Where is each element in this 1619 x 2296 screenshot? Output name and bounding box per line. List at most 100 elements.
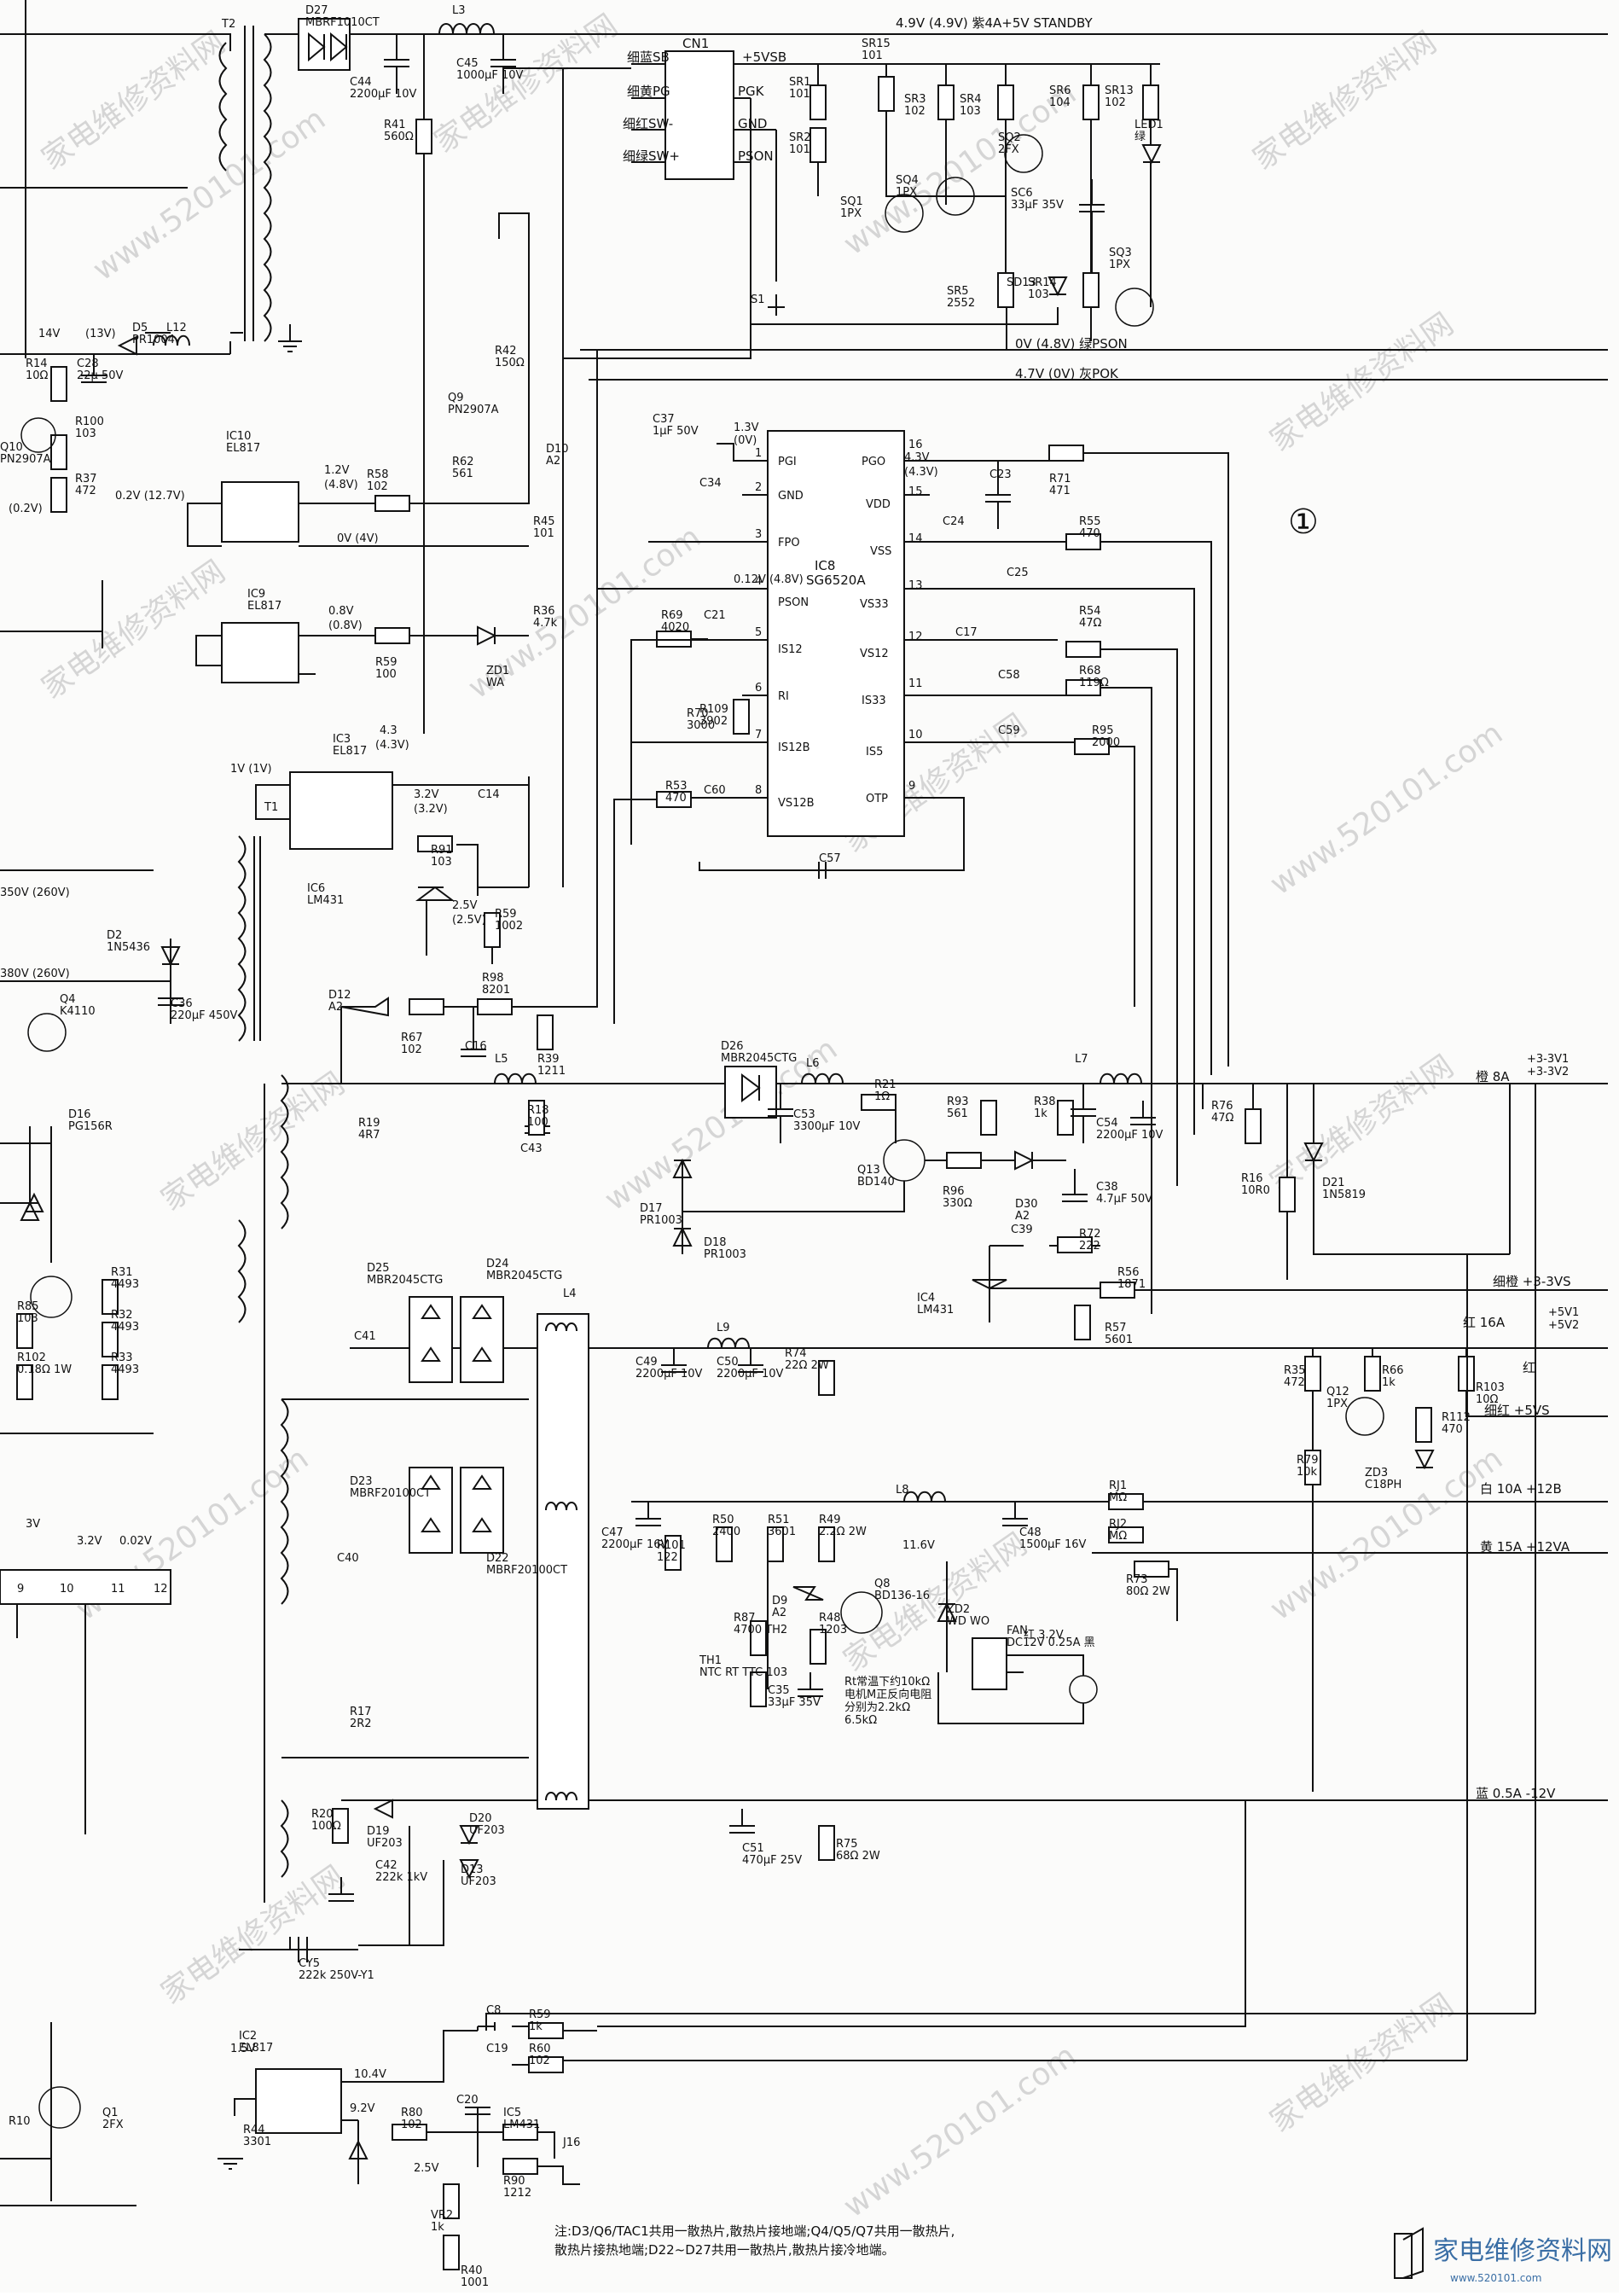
- component-label: L4: [563, 1288, 577, 1300]
- voltage-label: 14V: [38, 328, 61, 340]
- component-label: C39: [1011, 1224, 1033, 1236]
- component-label: C23: [989, 468, 1012, 481]
- ic-pin-num: 10: [60, 1583, 74, 1596]
- footnote: 注:D3/Q6/TAC1共用一散热片,散热片接地端;Q4/Q5/Q7共用一散热片…: [554, 2223, 955, 2239]
- output-label: +3-3V2: [1527, 1066, 1569, 1078]
- connector-net: GND: [738, 116, 767, 131]
- voltage-label: 0.8V: [328, 605, 354, 618]
- connector-pin: 细黄PG: [627, 84, 670, 99]
- watermark: www.520101.com: [1264, 716, 1509, 902]
- output-label: +5V1: [1548, 1306, 1579, 1319]
- ic-pin-name: OTP: [866, 793, 888, 805]
- ic-pin-name: IS5: [866, 746, 883, 759]
- voltage-label: 红 3.2V: [1024, 1628, 1064, 1642]
- component-label: C60: [704, 784, 726, 797]
- connector-pin: 细红SW-: [623, 116, 673, 131]
- voltage-label: (4.3V): [375, 739, 409, 752]
- component-label: C8: [486, 2004, 501, 2017]
- voltage-label: 350V (260V): [0, 886, 70, 899]
- voltage-label: 2.5V: [452, 899, 478, 912]
- voltage-label: (3.2V): [414, 803, 448, 816]
- component-label: C20: [456, 2094, 479, 2107]
- component-label: J16: [562, 2136, 580, 2149]
- voltage-label: 2.5V: [414, 2162, 439, 2175]
- fan-note-4: 6.5kΩ: [844, 1714, 877, 1727]
- component-label: L8: [896, 1484, 909, 1497]
- voltage-label: (13V): [85, 328, 116, 340]
- component-label: C57: [819, 852, 841, 865]
- watermark: 家电维修资料网: [155, 1859, 351, 2011]
- ic-pin-num: 1: [755, 447, 762, 460]
- voltage-label: 11.6V: [902, 1539, 935, 1552]
- ic-pin-name: VDD: [866, 498, 891, 511]
- component-label: C21: [704, 609, 726, 622]
- fan-note-3: 分别为2.2kΩ: [844, 1701, 910, 1714]
- voltage-label: 3.2V: [77, 1535, 102, 1548]
- output-label: 细红 +5VS: [1484, 1403, 1550, 1418]
- ic-pin-num: 11: [111, 1583, 125, 1596]
- voltage-label: 3V: [26, 1518, 40, 1531]
- component-label: C58: [998, 669, 1020, 682]
- watermark: www.520101.com: [87, 102, 332, 288]
- ic-pin-num: 10: [908, 729, 923, 741]
- voltage-label: 380V (260V): [0, 968, 70, 980]
- watermark: 家电维修资料网: [36, 554, 232, 706]
- voltage-label: 1.2V: [324, 464, 350, 477]
- connector-net: +5VSB: [742, 49, 786, 65]
- rail-pson-label: 0V (4.8V) 绿PSON: [1015, 336, 1128, 352]
- ic-pin-num: 4: [755, 575, 762, 588]
- voltage-label: 10.4V: [354, 2068, 386, 2081]
- component-label: T2: [221, 18, 235, 31]
- voltage-label: 4.3V: [904, 451, 930, 464]
- connector-pin: 细蓝SB: [627, 49, 670, 65]
- output-label: +3-3V1: [1527, 1053, 1569, 1066]
- ic-part: SG6520A: [806, 573, 866, 588]
